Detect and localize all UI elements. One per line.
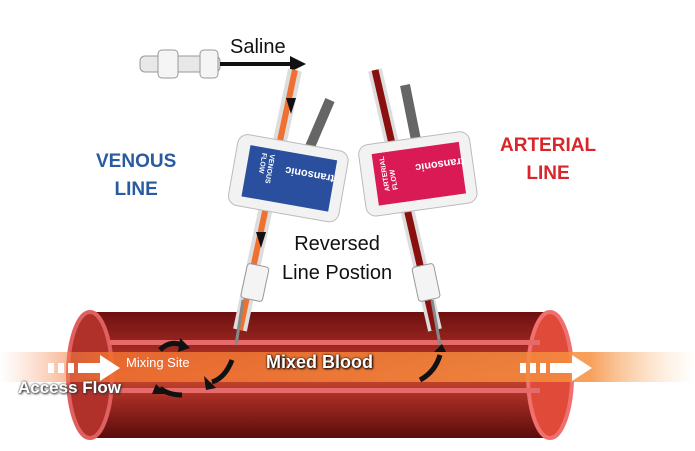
access-flow-arrow-icon	[48, 355, 120, 381]
reversed-label-1: Reversed	[294, 233, 380, 255]
mixing-site-label: Mixing Site	[126, 355, 190, 370]
venous-line-label-1: VENOUS	[96, 151, 177, 172]
saline-label: Saline	[230, 36, 286, 58]
venous-line-label: VENOUS LINE	[96, 148, 176, 204]
venous-line-label-2: LINE	[114, 179, 158, 200]
arrowheads	[152, 338, 446, 394]
arterial-line-label-1: ARTERIAL	[500, 135, 597, 156]
arterial-line-label-2: LINE	[526, 163, 570, 184]
reversed-line-position-label: Reversed Line Postion	[282, 230, 392, 288]
saline-connector	[139, 49, 306, 79]
down-arrow-icon	[256, 98, 296, 248]
reversed-label-2: Line Postion	[282, 262, 393, 284]
venous-flow-sensor	[228, 134, 349, 223]
mixed-blood-label: Mixed Blood	[266, 352, 373, 372]
outflow-arrow-icon	[520, 355, 592, 381]
arterial-line-label: ARTERIAL LINE	[500, 132, 596, 188]
access-flow-label: Access Flow	[18, 378, 121, 397]
arterial-flow-sensor	[358, 131, 478, 217]
